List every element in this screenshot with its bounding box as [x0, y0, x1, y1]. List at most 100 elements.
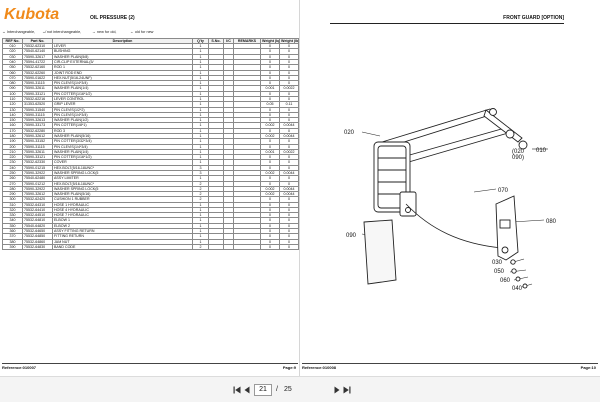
callout-080: 080	[546, 219, 557, 225]
legend-interchangeable: ↔ Interchangeable,	[2, 30, 36, 34]
callout-030: 030	[492, 260, 503, 266]
last-page-icon	[343, 386, 351, 394]
callout-paren-090: 090)	[512, 155, 524, 161]
table-cell: 0	[279, 48, 299, 55]
leader-line	[473, 188, 497, 193]
callout-010: 010	[536, 148, 547, 154]
bracket-block	[499, 219, 511, 229]
page-navigation-toolbar: 21 / 25	[0, 376, 600, 402]
page-number-label: Page:10	[580, 365, 596, 370]
previous-page-icon	[244, 386, 250, 394]
table-cell: 0	[279, 117, 299, 124]
table-cell: 0.0022	[279, 85, 299, 92]
previous-page-button[interactable]	[242, 385, 252, 395]
table-cell: 0.0044	[279, 191, 299, 198]
table-cell: 0	[279, 64, 299, 71]
current-page-input[interactable]: 21	[254, 384, 272, 396]
mount-hole	[405, 207, 411, 213]
table-cell: 0.11	[279, 101, 299, 108]
callout-050: 050	[494, 269, 505, 275]
table-cell: 0	[279, 80, 299, 87]
table-cell: 0	[279, 233, 299, 240]
table-cell: BAND CODE	[52, 243, 193, 251]
bar-end-cap	[518, 140, 528, 150]
left-page: Kubota OIL PRESSURE (2) ↔ Interchangeabl…	[0, 0, 300, 376]
table-cell: 0.0044	[279, 185, 299, 193]
callout-040: 040	[512, 286, 523, 292]
table-cell: 0	[279, 159, 299, 166]
table-cell: 0	[279, 143, 299, 150]
callout-060: 060	[500, 278, 511, 284]
table-cell: 0	[279, 222, 299, 230]
table-cell: 0	[279, 164, 299, 171]
table-cell: 0	[279, 175, 299, 182]
column-header: Weight (kgf)	[260, 37, 280, 45]
table-cell: 0	[279, 201, 299, 208]
table-cell: 0	[279, 138, 299, 145]
clip-040	[522, 283, 528, 289]
table-cell: 0.0044	[279, 122, 299, 129]
bracket-pin	[501, 246, 509, 254]
leader-line	[361, 131, 381, 137]
table-cell: 390	[2, 243, 23, 251]
right-page-footer: Reference:010008 Page:10	[302, 363, 598, 370]
right-page: FRONT GUARD [OPTION] Reference:010008 Pa…	[300, 0, 600, 376]
table-cell: 0	[279, 90, 299, 98]
next-page-icon	[334, 386, 340, 394]
table-cell: 0	[279, 196, 299, 203]
callout-090: 090	[346, 233, 357, 239]
control-cable	[405, 203, 503, 249]
first-page-button[interactable]	[232, 385, 242, 395]
table-cell	[223, 243, 234, 251]
total-pages-label: 25	[284, 386, 292, 393]
table-cell	[233, 243, 261, 251]
table-cell: 0.0044	[279, 169, 299, 177]
svg-text:Kubota: Kubota	[4, 6, 59, 23]
callout-020: 020	[344, 130, 355, 136]
table-cell: 0	[260, 243, 280, 251]
last-page-button[interactable]	[342, 385, 352, 395]
table-cell: 0	[279, 154, 299, 161]
guard-frame-inner	[377, 145, 407, 209]
left-page-footer: Reference:010007 Page:9	[2, 363, 298, 370]
table-cell: 0	[279, 59, 299, 66]
front-guard-diagram: 020 (020 090) 010 070 080 090 030 050 06…	[344, 108, 557, 292]
page-divider	[299, 0, 300, 376]
table-cell: 2	[192, 243, 209, 251]
callout-070: 070	[498, 188, 509, 194]
table-cell: 0	[279, 243, 299, 251]
table-cell: 0	[279, 53, 299, 61]
leader-line	[511, 219, 545, 223]
table-cell: 0	[279, 238, 299, 245]
table-cell: 0	[279, 43, 299, 50]
legend-new-for-old: → new for old,	[92, 30, 117, 34]
page-separator: /	[276, 386, 278, 393]
table-cell: 0.0044	[279, 132, 299, 140]
table-cell: 0	[279, 106, 299, 113]
reference-label: Reference:010007	[2, 365, 37, 370]
washer-050	[511, 268, 517, 274]
first-page-icon	[233, 386, 241, 394]
table-cell	[208, 243, 224, 251]
figure-title: FRONT GUARD [OPTION]	[330, 15, 564, 24]
bar-end-cap	[489, 108, 497, 116]
washer-060	[515, 276, 521, 282]
table-cell: 0	[279, 180, 299, 187]
column-header: Weight (lb)	[279, 37, 299, 45]
next-page-button[interactable]	[332, 385, 342, 395]
